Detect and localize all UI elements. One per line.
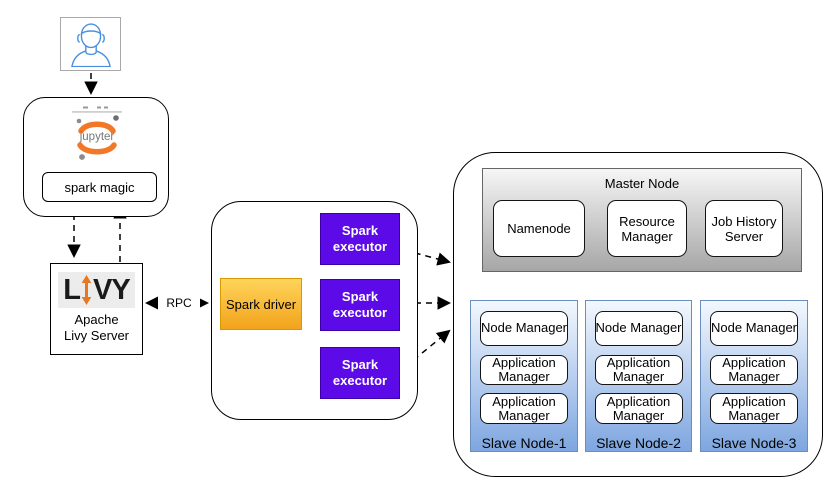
livy-caption-line2: Livy Server xyxy=(63,328,130,343)
slave-node-label: Slave Node-3 xyxy=(711,435,797,452)
application-manager-label: Application Manager xyxy=(722,393,786,423)
master-node-title: Master Node xyxy=(604,176,680,191)
node-manager-box: Node Manager xyxy=(594,311,683,346)
livy-logo-letters-vy: VY xyxy=(93,273,131,306)
livy-updown-arrow-icon xyxy=(81,275,92,305)
application-manager-label: Application Manager xyxy=(492,354,556,384)
resource-manager-box: Resource Manager xyxy=(607,200,687,257)
livy-server-box: L VY Apache Livy Server xyxy=(50,263,143,355)
user-box xyxy=(60,17,121,71)
application-manager-box: Application Manager xyxy=(480,354,568,386)
spark-executor-box-1: Spark executor xyxy=(320,213,400,265)
slave-node-1: Node Manager Application Manager Applica… xyxy=(470,300,578,452)
spark-driver-label: Spark driver xyxy=(225,296,297,312)
application-manager-label: Application Manager xyxy=(606,354,671,384)
node-manager-label: Node Manager xyxy=(711,320,797,336)
slave-node-2: Node Manager Application Manager Applica… xyxy=(585,300,692,452)
job-history-server-box: Job History Server xyxy=(705,200,783,257)
spark-executor-box-3: Spark executor xyxy=(320,347,400,399)
spark-magic-box: spark magic xyxy=(42,172,157,202)
namenode-box: Namenode xyxy=(493,200,585,257)
rpc-label: RPC xyxy=(158,295,200,311)
application-manager-label: Application Manager xyxy=(606,393,671,423)
spark-driver-box: Spark driver xyxy=(220,278,302,330)
spark-executor-box-2: Spark executor xyxy=(320,279,400,331)
application-manager-box: Application Manager xyxy=(710,393,798,425)
node-manager-label: Node Manager xyxy=(481,320,567,336)
spark-executor-label: Spark executor xyxy=(332,357,388,388)
application-manager-label: Application Manager xyxy=(722,354,786,384)
slave-node-3: Node Manager Application Manager Applica… xyxy=(700,300,808,452)
spark-executor-label: Spark executor xyxy=(332,289,388,320)
jupyter-logo-icon: jupyter xyxy=(72,106,122,160)
node-manager-box: Node Manager xyxy=(480,311,568,346)
jupyter-logo-text: jupyter xyxy=(79,131,115,143)
slave-node-label: Slave Node-1 xyxy=(481,435,567,452)
spark-executor-label: Spark executor xyxy=(332,223,388,254)
application-manager-box: Application Manager xyxy=(594,354,683,386)
livy-caption-line1: Apache xyxy=(74,312,119,327)
node-manager-label: Node Manager xyxy=(595,320,682,336)
slave-node-label: Slave Node-2 xyxy=(596,435,681,452)
user-icon xyxy=(70,23,111,67)
namenode-label: Namenode xyxy=(507,221,571,236)
spark-magic-label: spark magic xyxy=(64,179,135,195)
application-manager-label: Application Manager xyxy=(492,393,556,423)
livy-logo-letter-l: L xyxy=(63,273,81,306)
application-manager-box: Application Manager xyxy=(710,354,798,386)
resource-manager-label: Resource Manager xyxy=(619,213,675,244)
livy-logo: L VY xyxy=(58,272,135,308)
job-history-server-label: Job History Server xyxy=(711,213,777,244)
application-manager-box: Application Manager xyxy=(594,393,683,425)
node-manager-box: Node Manager xyxy=(710,311,798,346)
application-manager-box: Application Manager xyxy=(480,393,568,425)
